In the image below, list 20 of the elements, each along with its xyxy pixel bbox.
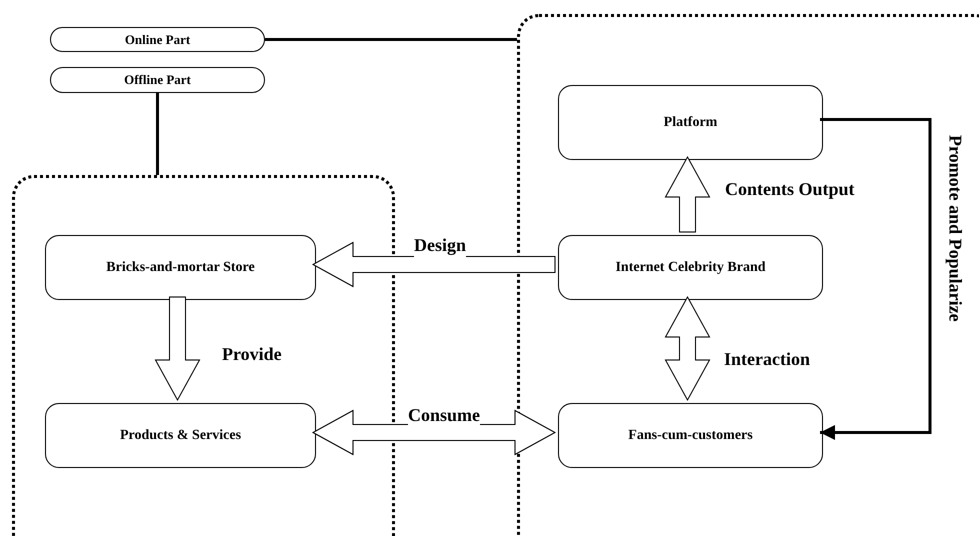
node-text: Platform [664,114,718,132]
arrow [664,296,710,402]
node-text: Internet Celebrity Brand [615,259,766,277]
process-box [558,235,823,300]
node-text: Products & Services [120,427,242,445]
part-label-pill [50,67,265,93]
arrow [312,410,556,456]
arrow [154,296,200,402]
process-box [558,85,823,160]
process-box [45,235,316,300]
part-label-pill [50,27,265,52]
node-text: Bricks-and-mortar Store [106,259,255,277]
process-box [558,403,823,468]
arrow [312,242,556,288]
arrow [664,156,710,232]
node-text: Offline Part [124,71,191,90]
node-text: Fans-cum-customers [628,427,753,445]
node-text: Online Part [124,30,190,49]
arrow [820,118,932,440]
process-box [45,403,316,468]
